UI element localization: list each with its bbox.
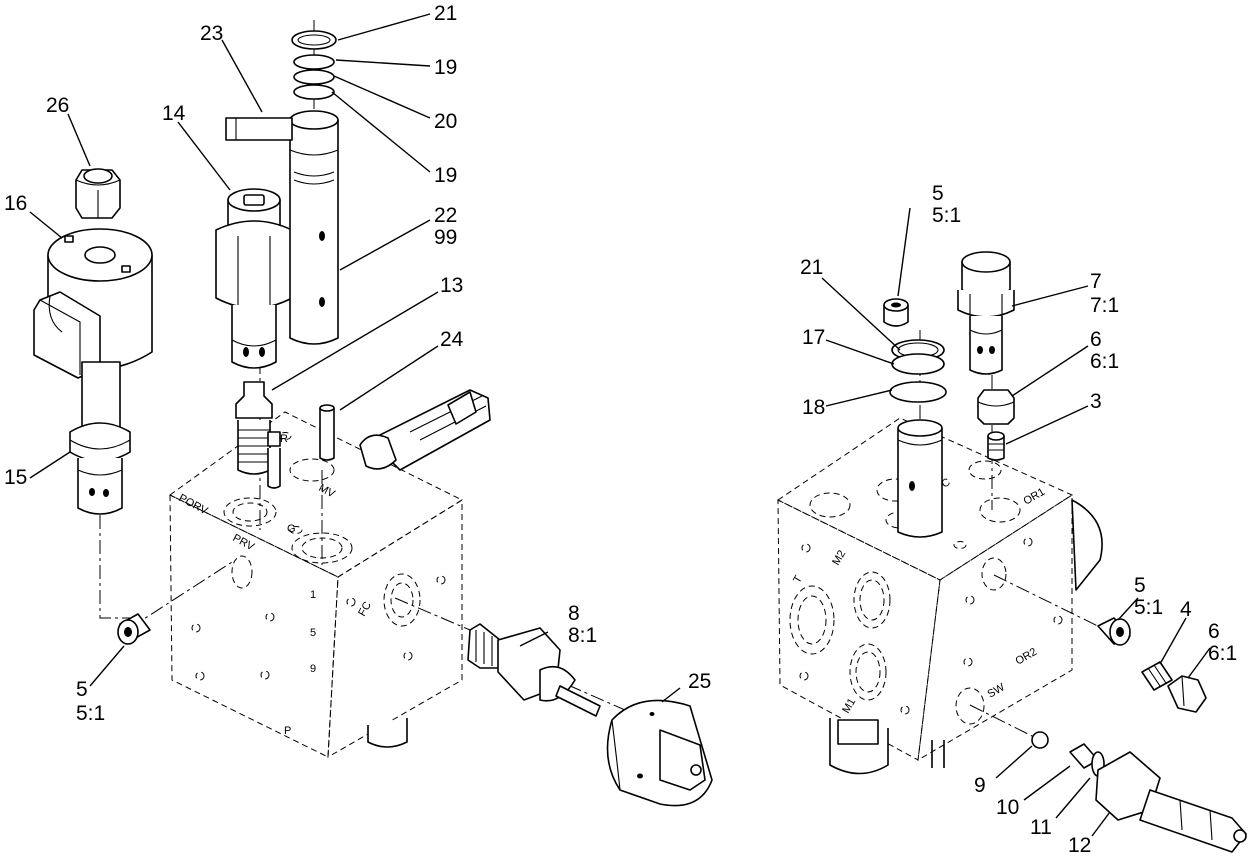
callout-18: 18: [802, 396, 825, 419]
part-12-pressure-switch: [1095, 751, 1247, 853]
callout-13: 13: [440, 274, 463, 297]
part-23-lever-handle: [225, 117, 293, 141]
port-label-m1: M1: [840, 696, 858, 715]
part-15-cartridge-valve: [69, 361, 131, 515]
callout-22: 22: [434, 204, 457, 227]
callout-7: 7: [1090, 270, 1102, 293]
callout-6-1: 6:1: [1208, 642, 1237, 665]
parts-19-20-21-rings: [291, 30, 337, 100]
port-label-or2: OR2: [1014, 646, 1040, 668]
port-label-t: T: [791, 573, 805, 585]
callout-5: 5: [1134, 574, 1146, 597]
leader-lines: [29, 13, 1211, 837]
part-7-cartridge-valve: [957, 251, 1015, 375]
callout-16: 16: [4, 192, 27, 215]
port-label-g: G: [287, 523, 296, 535]
part-16-solenoid-coil: [33, 228, 153, 379]
parts-17-18-21-rings: [889, 339, 947, 403]
callout-15: 15: [4, 466, 27, 489]
part-22-valve-stem: [289, 110, 339, 345]
callout-6: 6: [1090, 328, 1102, 351]
part-8-pressure-sensor: [467, 623, 601, 717]
port-label-p: P: [284, 725, 291, 737]
callout-5: 5: [932, 182, 944, 205]
callout-5-1: 5:1: [932, 204, 961, 227]
part-14-relief-valve: [215, 188, 293, 369]
right-valve-stem: [897, 419, 943, 538]
callout-14: 14: [162, 102, 186, 125]
callout-6-1: 6:1: [1090, 350, 1119, 373]
callout-10: 10: [996, 796, 1019, 819]
part-6-hex-plug: [977, 389, 1015, 425]
callout-6: 6: [1208, 620, 1220, 643]
left-electrical-connector: [359, 389, 491, 471]
callout-5-1: 5:1: [1134, 596, 1163, 619]
callout-17: 17: [802, 326, 825, 349]
callout-26: 26: [46, 94, 69, 117]
port-label-mv: MV: [317, 482, 338, 501]
callout-12: 12: [1068, 834, 1091, 857]
part-4-orifice-fitting: [1141, 661, 1173, 691]
part-6-hex-plug-right: [1167, 675, 1207, 713]
callout-20: 20: [434, 110, 457, 133]
part-9-ball: [1031, 731, 1049, 749]
callout-8-1: 8:1: [568, 624, 597, 647]
callout-9: 9: [974, 774, 986, 797]
part-24-dowel-pin: [319, 404, 335, 461]
port-label-porv: PORV: [177, 492, 211, 517]
callout-99: 99: [434, 226, 457, 249]
port-label-or1: OR1: [1022, 486, 1048, 508]
part-pin-small: [267, 448, 281, 489]
part-25-sensor-cap: [606, 699, 713, 807]
callout-23: 23: [200, 22, 223, 45]
callout-11: 11: [1030, 816, 1052, 839]
port-label-m2: M2: [830, 548, 848, 567]
callout-21: 21: [434, 2, 457, 25]
callout-5-1: 5:1: [76, 702, 105, 725]
port-label-9: 9: [310, 663, 316, 675]
callout-21: 21: [800, 256, 823, 279]
part-26-hex-nut: [75, 168, 121, 219]
port-label-fc: FC: [356, 600, 374, 619]
port-label-1: 1: [310, 589, 316, 601]
callout-24: 24: [440, 328, 464, 351]
port-label-sw: SW: [986, 681, 1008, 701]
part-5-plug-left: [117, 613, 151, 645]
part-3-check-spring: [987, 431, 1005, 461]
callout-19: 19: [434, 56, 457, 79]
callout-7-1: 7:1: [1090, 294, 1119, 317]
callout-4: 4: [1180, 598, 1192, 621]
callout-labels: 21 19 20 19 23 26 14 16 22 99 13 24 15 5…: [4, 2, 1237, 857]
callout-8: 8: [568, 602, 580, 625]
left-valve-manifold-block: PORV PRV MV FC 1 5 9 G P R: [169, 411, 464, 758]
callout-25: 25: [688, 670, 711, 693]
port-label-r: R: [280, 433, 288, 445]
part-5-plug-right: [1097, 617, 1131, 646]
part-5-plug-top: [883, 298, 909, 327]
callout-3: 3: [1090, 390, 1102, 413]
callout-5: 5: [76, 678, 88, 701]
port-label-5: 5: [310, 627, 316, 639]
part-13-check-poppet: [235, 381, 281, 475]
callout-19: 19: [434, 164, 457, 187]
